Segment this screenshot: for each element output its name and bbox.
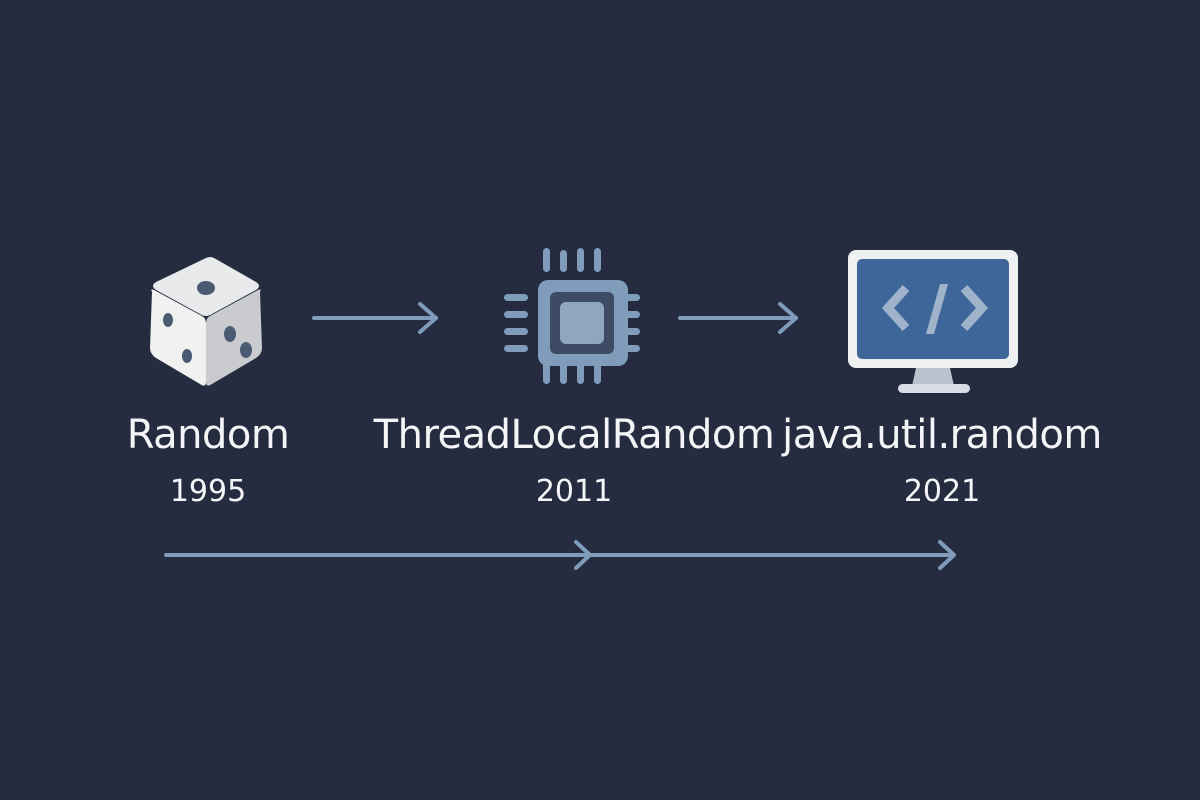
node-year-threadlocalrandom: 2011	[535, 474, 613, 509]
node-label-threadlocalrandom: ThreadLocalRandom	[373, 412, 775, 458]
timeline-arrowhead-icon	[574, 540, 592, 570]
node-year-java-util-random: 2021	[903, 474, 981, 509]
arrow-right-icon	[674, 300, 804, 336]
timeline-arrowhead-icon	[938, 540, 956, 570]
arrow-right-icon	[308, 300, 444, 336]
monitor-code-icon	[848, 250, 1018, 396]
dice-icon	[146, 254, 266, 390]
node-year-random: 1995	[169, 474, 247, 509]
node-label-random: Random	[126, 412, 290, 458]
cpu-chip-icon	[502, 248, 642, 384]
timeline-axis	[160, 536, 970, 580]
node-label-java-util-random: java.util.random	[782, 412, 1102, 458]
